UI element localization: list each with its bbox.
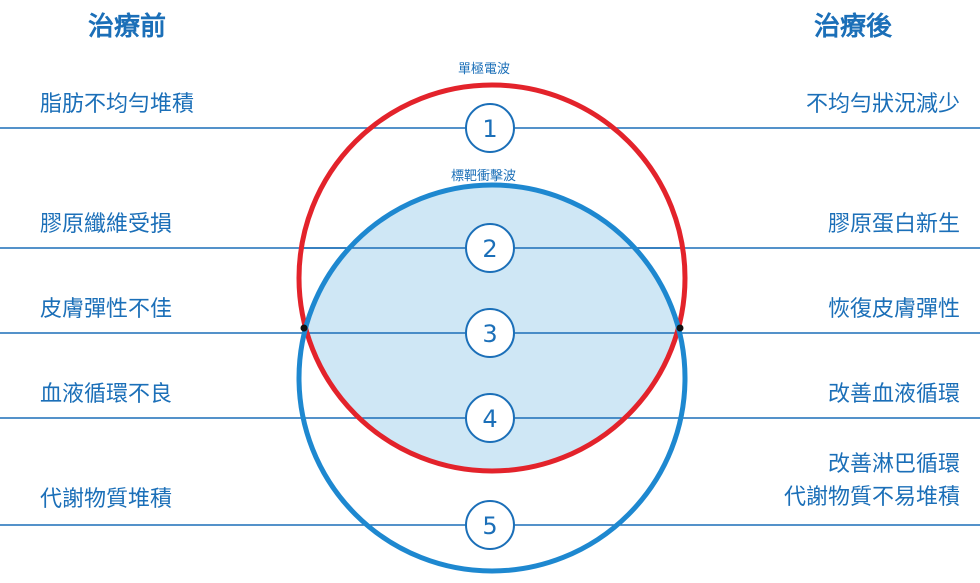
after-label-5-line2: 代謝物質不易堆積 [783, 485, 960, 510]
before-treatment-header: 治療前 [88, 12, 167, 42]
after-label-5-line1: 改善淋巴循環 [827, 452, 960, 477]
before-label-5: 代謝物質堆積 [40, 487, 173, 512]
level-number-5: 5 [482, 512, 497, 540]
level-marker-1: 1 [465, 103, 515, 153]
after-treatment-header: 治療後 [813, 12, 892, 42]
level-marker-5: 5 [465, 500, 515, 550]
intersection-dot-left [300, 324, 308, 332]
level-number-2: 2 [482, 235, 497, 263]
before-label-1: 脂肪不均勻堆積 [40, 92, 195, 117]
shockwave-circle [296, 182, 688, 574]
after-label-3: 恢復皮膚彈性 [827, 297, 960, 322]
level-number-1: 1 [482, 115, 497, 143]
level-marker-2: 2 [465, 223, 515, 273]
before-label-2: 膠原纖維受損 [40, 212, 173, 237]
before-label-3: 皮膚彈性不佳 [40, 297, 173, 322]
intersection-dot-right [676, 324, 684, 332]
level-number-3: 3 [482, 320, 497, 348]
level-number-4: 4 [482, 405, 497, 433]
level-marker-3: 3 [465, 308, 515, 358]
after-label-1: 不均勻狀況減少 [805, 92, 960, 117]
after-label-2: 膠原蛋白新生 [827, 212, 960, 237]
after-label-5: 改善淋巴循環 代謝物質不易堆積 [784, 448, 960, 514]
monopolar-rf-label: 單極電波 [458, 62, 511, 77]
shockwave-label: 標靶衝擊波 [451, 169, 517, 184]
monopolar-rf-circle [296, 82, 688, 474]
after-label-4: 改善血液循環 [827, 382, 960, 407]
before-label-4: 血液循環不良 [40, 382, 173, 407]
overlap-region [299, 185, 685, 471]
level-marker-4: 4 [465, 393, 515, 443]
